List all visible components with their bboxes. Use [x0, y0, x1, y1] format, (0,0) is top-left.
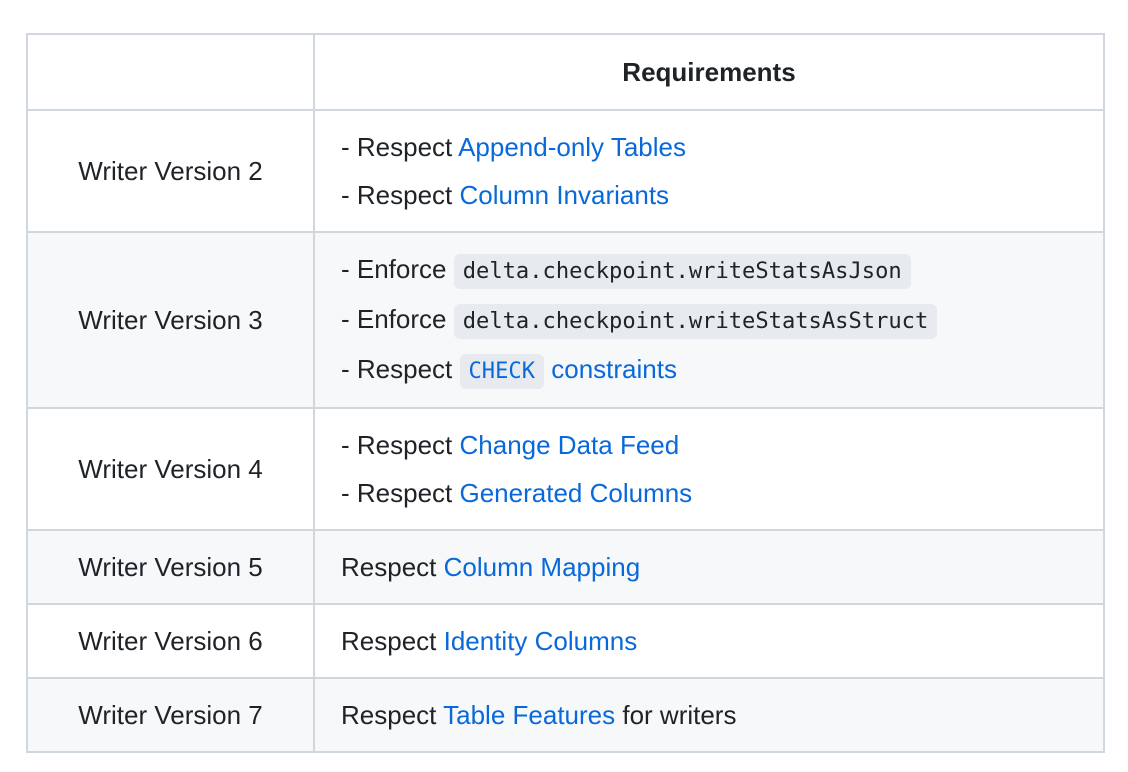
code-chip: delta.checkpoint.writeStatsAsStruct [453, 304, 938, 339]
requirement-line: Respect Column Mapping [341, 543, 1077, 591]
requirement-text: - Respect [341, 478, 460, 508]
requirements-cell: Respect Column Mapping [313, 529, 1105, 605]
requirement-text: Respect [341, 552, 444, 582]
requirement-link[interactable]: Column Mapping [443, 552, 641, 582]
requirement-text: Respect [341, 700, 444, 730]
table-body: Writer Version 2- Respect Append-only Ta… [26, 109, 1105, 753]
requirement-text: - Respect [341, 430, 460, 460]
requirement-line: - Respect Append-only Tables [341, 123, 1077, 171]
requirement-link[interactable]: Append-only Tables [458, 132, 686, 162]
requirement-line: - Respect Column Invariants [341, 171, 1077, 219]
table-row: Writer Version 4- Respect Change Data Fe… [26, 407, 1105, 531]
table-header-row: Requirements [26, 33, 1105, 111]
code-chip: delta.checkpoint.writeStatsAsJson [453, 254, 911, 289]
requirement-text: - Enforce [341, 304, 454, 334]
table-row: Writer Version 6 Respect Identity Columns [26, 603, 1105, 679]
version-label: Writer Version 7 [26, 677, 315, 753]
requirement-text: - Respect [341, 180, 460, 210]
requirement-line: - Enforce delta.checkpoint.writeStatsAsS… [341, 295, 1077, 345]
requirement-text: Respect [341, 626, 444, 656]
table-row: Writer Version 7 Respect Table Features f… [26, 677, 1105, 753]
requirement-line: Respect Table Features for writers [341, 691, 1077, 739]
writer-versions-table: Requirements Writer Version 2- Respect A… [26, 33, 1105, 753]
code-chip: CHECK [459, 354, 545, 389]
requirements-cell: - Respect Change Data Feed- Respect Gene… [313, 407, 1105, 531]
requirement-line: - Enforce delta.checkpoint.writeStatsAsJ… [341, 245, 1077, 295]
requirements-cell: Respect Table Features for writers [313, 677, 1105, 753]
requirements-cell: Respect Identity Columns [313, 603, 1105, 679]
version-label: Writer Version 6 [26, 603, 315, 679]
requirement-link[interactable]: Identity Columns [443, 626, 638, 656]
requirements-cell: - Respect Append-only Tables- Respect Co… [313, 109, 1105, 233]
version-column-header [26, 33, 315, 111]
requirement-link[interactable]: Table Features [443, 700, 616, 730]
requirement-line: Respect Identity Columns [341, 617, 1077, 665]
requirement-link[interactable]: Column Invariants [459, 180, 670, 210]
requirement-text: - Respect [341, 132, 459, 162]
document-body: Requirements Writer Version 2- Respect A… [26, 33, 1105, 753]
table-row: Writer Version 5 Respect Column Mapping [26, 529, 1105, 605]
version-label: Writer Version 5 [26, 529, 315, 605]
requirement-line: - Respect Change Data Feed [341, 421, 1077, 469]
requirement-text: - Enforce [341, 254, 454, 284]
requirement-line: - Respect CHECK constraints [341, 345, 1077, 395]
code-link[interactable]: CHECK [459, 354, 545, 389]
version-label: Writer Version 4 [26, 407, 315, 531]
version-label: Writer Version 2 [26, 109, 315, 233]
requirements-column-header: Requirements [313, 33, 1105, 111]
requirement-link[interactable]: constraints [551, 354, 677, 384]
requirement-link[interactable]: Change Data Feed [459, 430, 680, 460]
requirement-text: - Respect [341, 354, 460, 384]
table-row: Writer Version 3 - Enforce delta.checkpoi… [26, 231, 1105, 409]
requirements-cell: - Enforce delta.checkpoint.writeStatsAsJ… [313, 231, 1105, 409]
requirement-text: for writers [615, 700, 737, 730]
requirement-line: - Respect Generated Columns [341, 469, 1077, 517]
table-row: Writer Version 2- Respect Append-only Ta… [26, 109, 1105, 233]
version-label: Writer Version 3 [26, 231, 315, 409]
requirement-link[interactable]: Generated Columns [459, 478, 693, 508]
